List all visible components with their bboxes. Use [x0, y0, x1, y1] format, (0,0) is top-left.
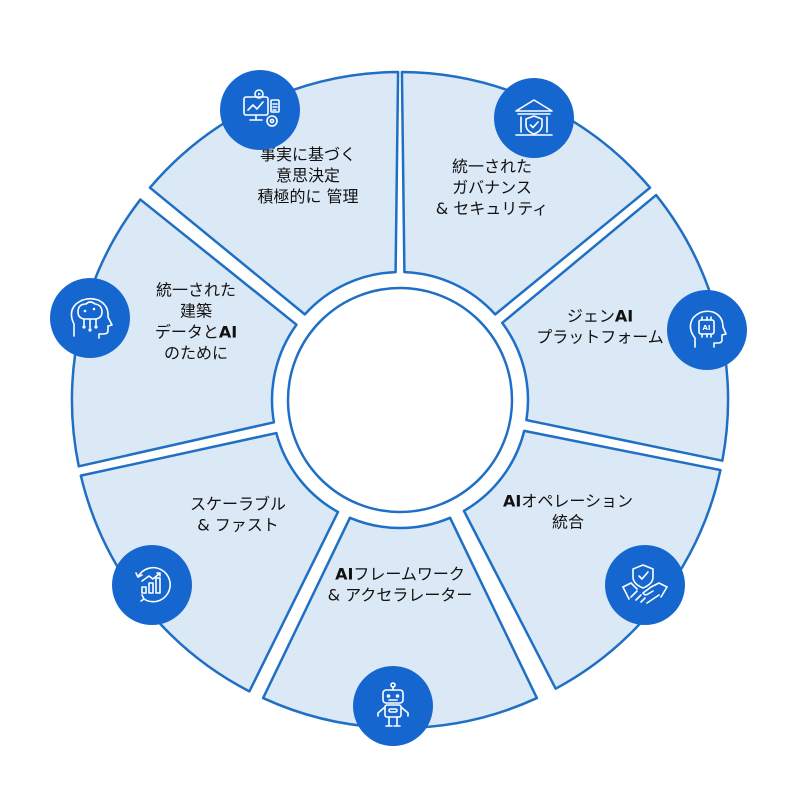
label-line: ジェンAI: [567, 307, 633, 326]
ai-head-icon: AI: [689, 310, 727, 348]
badges-layer: AI: [50, 70, 747, 746]
label-line: 事実に基づく: [260, 145, 356, 164]
svg-text:AI: AI: [702, 324, 710, 332]
segment-governance: [400, 70, 652, 316]
badge-data-driven: [220, 70, 300, 150]
badge-circle: [220, 70, 300, 150]
segment-ai-framework: [261, 516, 539, 730]
label-line: 統一された: [156, 281, 236, 300]
segment-label-scalable: スケーラブル & ファスト: [190, 495, 286, 535]
segments-layer: [70, 70, 730, 730]
badge-circle: [50, 278, 130, 358]
bank-shield-icon: [515, 99, 553, 136]
segment-data-driven: [148, 70, 400, 316]
label-line: AIフレームワーク: [335, 565, 465, 584]
badge-circle: [353, 666, 433, 746]
center-hub: [286, 286, 514, 514]
label-line: 建築: [180, 302, 212, 321]
segment-label-ai-operations: AIオペレーション統合: [503, 492, 633, 532]
badge-genai-platform: AI: [667, 290, 747, 370]
badge-unified-architecture: [50, 278, 130, 358]
segment-ai-operations: [462, 429, 722, 690]
segment-unified-architecture: [70, 198, 298, 468]
badge-governance: [494, 78, 574, 158]
handshake-shield-icon: [622, 564, 668, 604]
robot-icon: [377, 682, 409, 727]
label-line: 統一された: [452, 157, 532, 176]
segment-label-data-driven: 事実に基づく意思決定積極的に 管理: [257, 145, 358, 206]
label-line: AIオペレーション: [503, 492, 633, 511]
badge-scalable: [112, 545, 192, 625]
segment-genai-platform: [500, 193, 730, 462]
badge-circle: [494, 78, 574, 158]
badge-circle: [667, 290, 747, 370]
label-line: & ファスト: [197, 516, 279, 535]
label-line: ガバナンス: [452, 178, 532, 197]
label-line: 統合: [552, 513, 584, 532]
growth-chart-icon: [135, 566, 171, 603]
brain-head-icon: [70, 297, 113, 339]
label-line: & セキュリティ: [436, 199, 549, 218]
segment-label-governance: 統一されたガバナンス & セキュリティ: [436, 157, 549, 218]
segment-scalable: [79, 431, 340, 693]
badge-ai-operations: [605, 545, 685, 625]
segment-label-genai-platform: ジェンAI プラットフォーム: [536, 307, 664, 347]
badge-ai-framework: [353, 666, 433, 746]
segment-label-unified-architecture: 統一された建築データとAI のために: [155, 281, 237, 363]
badge-circle: [112, 545, 192, 625]
label-line: データとAI: [155, 323, 237, 342]
segment-label-ai-framework: AIフレームワーク & アクセラレーター: [328, 565, 473, 605]
label-line: スケーラブル: [190, 495, 286, 514]
label-line: プラットフォーム: [536, 328, 664, 347]
badge-circle: [605, 545, 685, 625]
label-line: 積極的に 管理: [257, 187, 358, 206]
label-line: & アクセラレーター: [328, 586, 473, 605]
label-line: のために: [164, 344, 228, 363]
monitor-analytics-icon: [243, 89, 280, 127]
label-line: 意思決定: [276, 166, 340, 185]
